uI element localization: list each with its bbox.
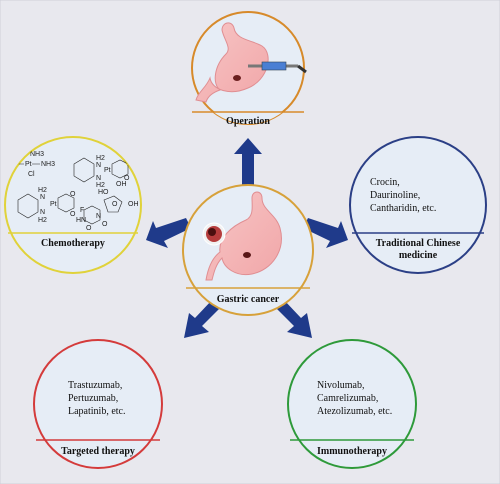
targeted-therapy-node: Trastuzumab, Pertuzumab, Lapatinib, etc.… xyxy=(33,339,163,469)
endoscope-icon xyxy=(248,61,307,74)
chem-label: O xyxy=(102,221,108,228)
targeted-drug: Pertuzumab, xyxy=(68,393,118,404)
chem-label: N xyxy=(96,162,101,169)
chem-label: H2 xyxy=(38,217,47,224)
chem-label: O xyxy=(124,175,130,182)
immuno-drug: Atezolizumab, etc. xyxy=(317,406,392,417)
tcm-label-line1: Traditional Chinese xyxy=(376,238,461,249)
chem-label: O xyxy=(86,225,92,232)
tcm-drug: Daurinoline, xyxy=(370,190,420,201)
chem-label: O xyxy=(70,191,76,198)
targeted-therapy-label: Targeted therapy xyxy=(61,446,135,457)
chemical-structures: NH3 Cl Pt NH3 Cl H2 N Pt O O N H2 H2 N P… xyxy=(6,151,139,232)
chem-label: HO xyxy=(98,189,109,196)
chem-label: N xyxy=(40,194,45,201)
chem-label: H2 xyxy=(96,182,105,189)
arrow-to-targeted xyxy=(184,300,220,338)
tcm-node: Crocin, Daurinoline, Cantharidin, etc. T… xyxy=(349,136,487,274)
chem-label: N xyxy=(96,175,101,182)
immunotherapy-label: Immunotherapy xyxy=(317,446,387,457)
tcm-drug: Crocin, xyxy=(370,177,400,188)
arrow-to-operation xyxy=(234,138,262,185)
chem-label: H2 xyxy=(38,187,47,194)
chem-label: F xyxy=(80,207,84,214)
immuno-drug: Camrelizumab, xyxy=(317,393,378,404)
chem-label: O xyxy=(112,201,118,208)
chemotherapy-label: Chemotherapy xyxy=(41,238,105,249)
chem-label: Pt xyxy=(104,167,111,174)
chem-label: Pt xyxy=(25,161,32,168)
immuno-drug: Nivolumab, xyxy=(317,380,365,391)
targeted-drug: Trastuzumab, xyxy=(68,380,122,391)
tumor-icon xyxy=(202,222,226,246)
immunotherapy-node: Nivolumab, Camrelizumab, Atezolizumab, e… xyxy=(287,339,417,469)
chem-label: HN xyxy=(76,217,86,224)
tcm-drug: Cantharidin, etc. xyxy=(370,203,436,214)
chem-label: NH3 xyxy=(30,151,44,158)
arrow-to-tcm xyxy=(303,218,348,248)
chem-label: Cl xyxy=(28,171,35,178)
arrow-to-immunotherapy xyxy=(276,300,312,338)
chem-label: OH xyxy=(128,201,139,208)
tcm-label-line2: medicine xyxy=(399,250,438,261)
targeted-drug: Lapatinib, etc. xyxy=(68,406,125,417)
arrow-to-chemotherapy xyxy=(146,218,191,248)
chem-label: O xyxy=(70,211,76,218)
operation-label: Operation xyxy=(226,116,270,127)
stomach-icon xyxy=(195,22,269,103)
chemotherapy-node: NH3 Cl Pt NH3 Cl H2 N Pt O O N H2 H2 N P… xyxy=(4,136,142,274)
gastric-cancer-label: Gastric cancer xyxy=(217,294,280,305)
chem-label: N xyxy=(40,209,45,216)
chem-label: NH3 xyxy=(41,161,55,168)
gastric-cancer-node: Gastric cancer xyxy=(182,184,314,316)
chem-label: OH xyxy=(116,181,127,188)
chem-label: Pt xyxy=(50,201,57,208)
chem-label: N xyxy=(96,213,101,220)
chem-label: H2 xyxy=(96,155,105,162)
stomach-icon xyxy=(205,191,282,281)
